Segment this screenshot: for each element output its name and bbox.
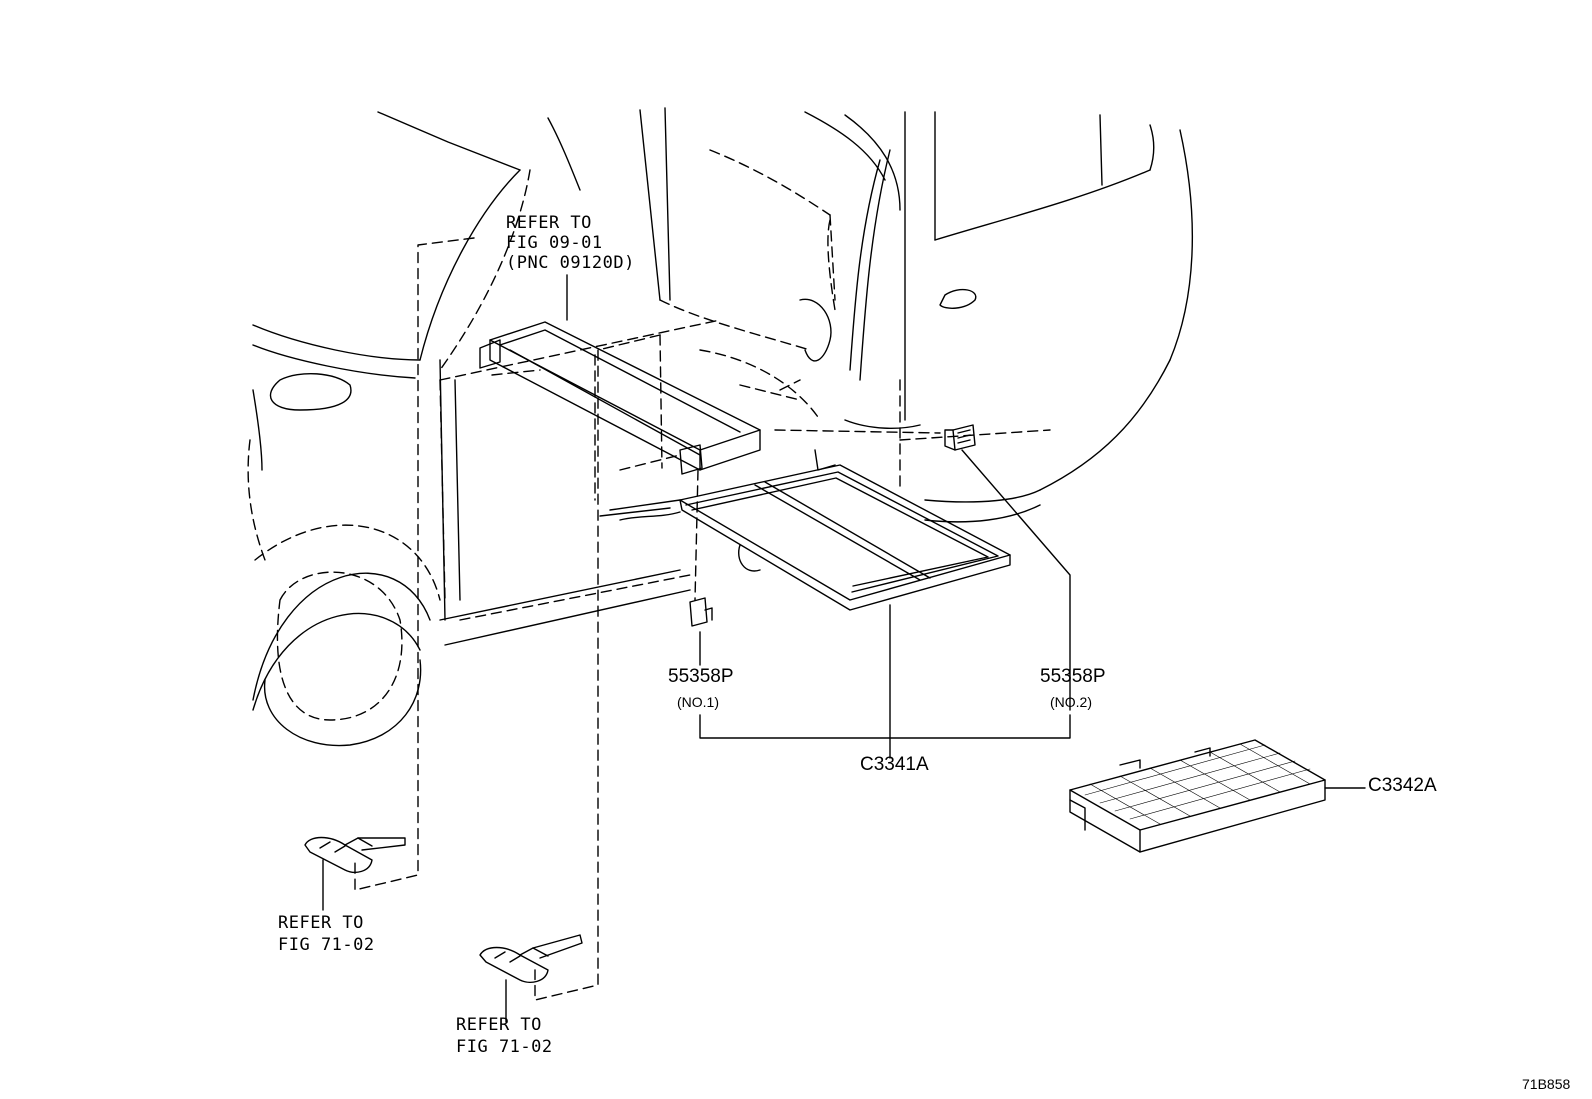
vehicle-body-outline — [252, 107, 1194, 747]
vehicle-hidden-outline — [247, 149, 1051, 721]
switch-mid-shape — [479, 934, 583, 983]
leader-lines — [322, 274, 1366, 1023]
step-plate — [599, 449, 1011, 611]
part-note-no2: (NO.2) — [1050, 694, 1092, 710]
ref-label-top-line2: FIG 09-01 — [506, 233, 603, 253]
step-housing — [479, 321, 761, 475]
ref-label-top-line1: REFER TO — [506, 213, 592, 233]
ref-label-left-line2: FIG 71-02 — [278, 935, 375, 955]
figure-code: 71B858 — [1522, 1076, 1571, 1092]
ref-label-top-line3: (PNC 09120D) — [506, 253, 635, 273]
grille-panel — [1069, 739, 1326, 853]
part-label-55358p-no1: 55358P — [668, 666, 734, 687]
part-label-c3341a: C3341A — [860, 754, 929, 775]
ref-label-left-line1: REFER TO — [278, 913, 364, 933]
ref-label-mid-line1: REFER TO — [456, 1015, 542, 1035]
part-note-no1: (NO.1) — [677, 694, 719, 710]
ref-label-mid-line2: FIG 71-02 — [456, 1037, 553, 1057]
part-55358p-no1-shape — [689, 597, 713, 627]
part-label-c3342a: C3342A — [1368, 775, 1437, 796]
reference-dashed-lines — [354, 237, 941, 1001]
switch-left-shape — [304, 836, 406, 873]
part-label-55358p-no2: 55358P — [1040, 666, 1106, 687]
part-55358p-no2-shape — [944, 424, 976, 451]
